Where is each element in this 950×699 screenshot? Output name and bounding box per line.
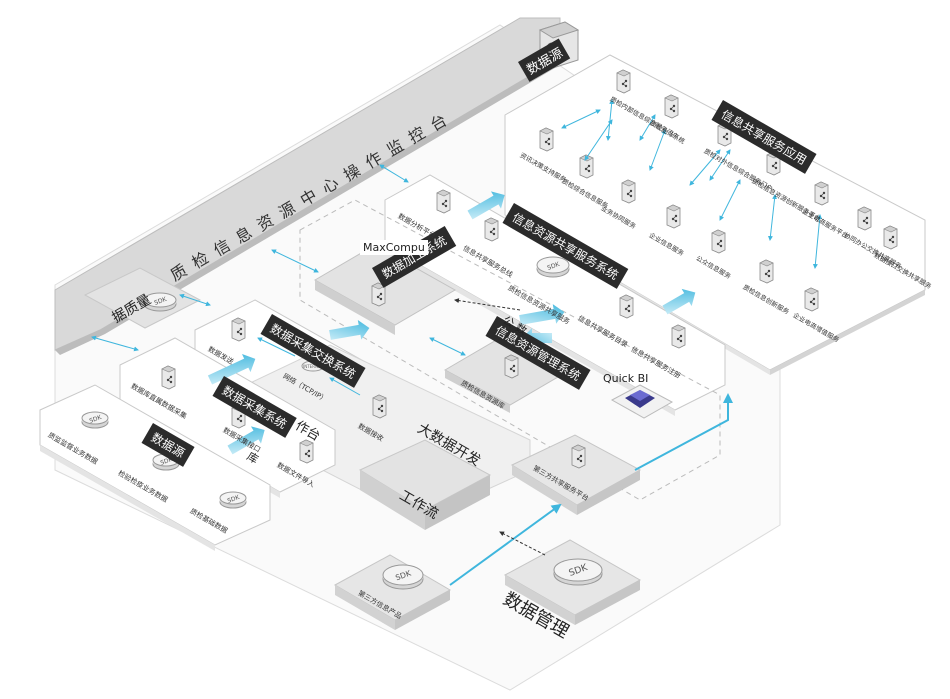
- share-node-icon: [539, 127, 554, 152]
- sdk-label: SDK: [89, 414, 104, 425]
- share-node-icon: [857, 206, 872, 231]
- big-flow-arrow: [519, 304, 565, 325]
- flow-link: [634, 393, 733, 471]
- share-node-icon: [231, 317, 246, 342]
- share-node-icon: [484, 217, 499, 242]
- flow-link: [499, 531, 546, 556]
- bidirectional-link: [649, 129, 666, 171]
- share-node-icon: [621, 179, 636, 204]
- sdk-label: SDK: [153, 296, 168, 307]
- label-maxcompute: MaxCompu: [360, 240, 428, 255]
- share-node-icon: [616, 69, 631, 94]
- share-node-icon: [759, 259, 774, 284]
- share-node-icon: [372, 394, 387, 419]
- flow-link: [454, 298, 521, 311]
- sdk-discs: SDK SDK SDK SDK SDK SDK SDK: [81, 256, 603, 590]
- share-node-icon: [504, 354, 519, 379]
- big-flow-arrow: [207, 354, 256, 385]
- flow-link: [449, 503, 562, 586]
- sdk-disc: SDK: [219, 491, 247, 509]
- flow-link: [257, 337, 296, 357]
- quick-bi-block: [610, 384, 674, 419]
- sdk-disc: SDK: [553, 558, 603, 586]
- share-node-icon: [814, 181, 829, 206]
- bidirectional-link: [91, 335, 139, 352]
- big-flow-arrow: [329, 319, 370, 340]
- share-node-icon: [299, 439, 314, 464]
- share-node-icon: [883, 225, 898, 250]
- bidirectional-link: [379, 164, 409, 183]
- big-flow-arrow: [227, 426, 265, 455]
- share-node-icon: [664, 94, 679, 119]
- bidirectional-link: [719, 179, 741, 221]
- share-node-icon: [161, 365, 176, 390]
- bidirectional-link: [584, 119, 613, 161]
- sdk-disc: SDK: [143, 292, 177, 312]
- sdk-label: SDK: [546, 261, 561, 272]
- bidirectional-link: [561, 109, 601, 129]
- share-node-icon: [571, 444, 586, 469]
- big-flow-arrow: [467, 191, 505, 220]
- internet-label: INTERNET: [303, 364, 323, 369]
- sdk-label: SDK: [227, 494, 242, 505]
- bidirectional-link: [709, 149, 731, 181]
- sdk-disc: SDK: [536, 256, 570, 278]
- flow-arrows: [207, 191, 696, 455]
- connection-lines: [91, 99, 823, 586]
- sdk-label: SDK: [160, 456, 175, 467]
- big-flow-arrow: [662, 288, 696, 315]
- share-node-icon: [619, 294, 634, 319]
- bidirectional-link: [767, 194, 778, 241]
- sdk-disc: SDK: [81, 411, 109, 429]
- bidirectional-link: [812, 214, 823, 269]
- bidirectional-link: [429, 337, 466, 356]
- sdk-disc: SDK: [382, 564, 424, 590]
- label-quick-bi: Quick BI: [603, 372, 649, 385]
- bidirectional-link: [179, 293, 211, 307]
- bidirectional-link: [639, 114, 656, 141]
- bidirectional-link: [271, 249, 319, 273]
- share-node-icon: [666, 204, 681, 229]
- share-node-icon: [436, 189, 451, 214]
- share-node-icon: [804, 287, 819, 312]
- flow-link: [329, 377, 361, 396]
- share-node-icon: [671, 324, 686, 349]
- share-node-icon: [711, 229, 726, 254]
